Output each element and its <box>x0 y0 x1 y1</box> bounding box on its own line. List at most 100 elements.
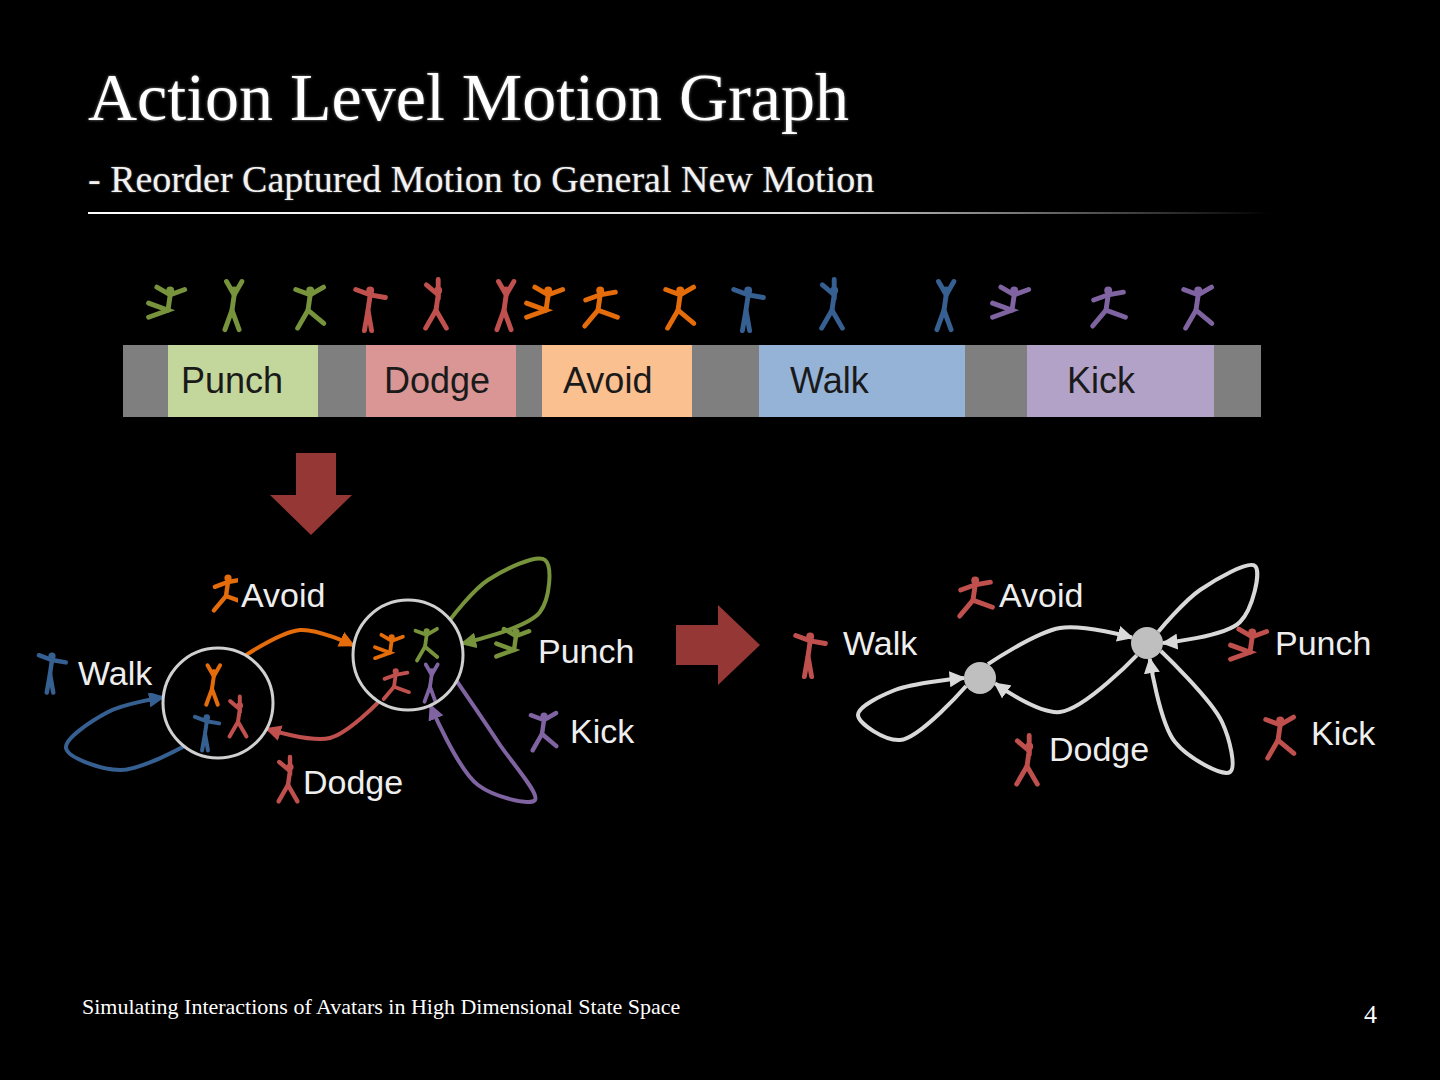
figure-legs <box>822 310 843 328</box>
figure-legs <box>585 310 618 326</box>
transition-arrow <box>450 559 549 644</box>
figure-legs <box>425 687 436 702</box>
down-arrow <box>270 453 352 535</box>
figure-head <box>166 286 174 294</box>
avatar-figure <box>426 279 447 328</box>
figure-arms <box>1266 717 1294 725</box>
slide-subtitle: - Reorder Captured Motion to General New… <box>88 157 874 201</box>
edge-label: Dodge <box>300 763 406 802</box>
figure-arms <box>296 287 324 295</box>
figure-head <box>942 286 950 294</box>
action-segment: Kick <box>1027 345 1214 417</box>
timeline-bar <box>123 345 1261 417</box>
figure-head <box>1010 286 1018 294</box>
avatar-figure <box>734 286 764 330</box>
figure-legs <box>1231 645 1250 659</box>
figure-head <box>596 286 604 294</box>
avatar-figure <box>993 286 1029 317</box>
figure-head <box>1025 742 1033 750</box>
avatar-figure <box>796 632 826 676</box>
figure-legs <box>527 303 546 317</box>
edge-label: Kick <box>567 712 637 751</box>
avatar-figure <box>39 652 66 692</box>
edge-label: Walk <box>840 624 920 663</box>
edge-label: Avoid <box>238 576 328 615</box>
figure-legs <box>497 310 511 329</box>
figure-head <box>211 669 217 675</box>
figure-arms <box>939 281 954 294</box>
figure-legs <box>298 310 324 328</box>
figure-arms <box>1001 287 1029 295</box>
transition-arrow <box>858 678 966 740</box>
figure-arms <box>1239 629 1267 637</box>
figure-head <box>1276 716 1284 724</box>
figure-head <box>48 652 55 659</box>
transition-arrow <box>988 627 1132 664</box>
figure-legs <box>1268 740 1294 758</box>
figure-head <box>806 632 814 640</box>
avatar-figure <box>497 281 514 329</box>
figure-head <box>434 286 442 294</box>
avatar-figure <box>960 576 993 616</box>
figure-head <box>224 574 231 581</box>
transition-arrow <box>1158 565 1257 643</box>
avatar-figure <box>384 668 409 699</box>
figure-arms <box>426 664 438 674</box>
figure-legs <box>937 310 951 329</box>
figure-legs <box>149 303 168 317</box>
node-outline <box>350 597 466 713</box>
action-name: Avoid <box>563 360 652 402</box>
figure-arms <box>416 629 437 635</box>
avatar-figure <box>1093 286 1126 326</box>
figure-legs <box>279 785 298 801</box>
figure-head <box>971 576 979 584</box>
figure-legs <box>230 722 247 737</box>
figure-legs <box>993 303 1012 317</box>
node-outline <box>961 659 999 697</box>
state-node <box>160 645 276 761</box>
figure-head <box>1104 286 1112 294</box>
figure-legs <box>1017 766 1038 784</box>
edge-label: Punch <box>1272 624 1374 663</box>
avatar-figure <box>149 286 185 317</box>
figure-legs <box>496 644 514 657</box>
transition-arrow <box>267 702 379 739</box>
action-segment: Punch <box>168 345 318 417</box>
figure-arms <box>1184 287 1212 295</box>
figure-legs <box>533 734 557 750</box>
figure-head <box>1194 286 1202 294</box>
node-circle <box>163 648 273 758</box>
node-circle <box>964 662 996 694</box>
avatar-figure <box>937 281 954 329</box>
figure-legs <box>417 647 437 661</box>
avatar-figure <box>425 664 438 701</box>
figure-legs <box>364 310 371 330</box>
slide-title: Action Level Motion Graph <box>88 58 849 137</box>
edge-label: Avoid <box>996 576 1086 615</box>
figure-legs <box>375 647 390 658</box>
action-name: Punch <box>181 360 283 402</box>
figure-head <box>830 286 838 294</box>
figure-head <box>502 286 510 294</box>
figure-legs <box>742 310 749 330</box>
avatar-figure <box>1017 735 1038 784</box>
figure-head <box>429 668 435 674</box>
action-segment: Walk <box>759 345 965 417</box>
figure-legs <box>225 310 239 329</box>
avatar-figure <box>1184 286 1212 328</box>
state-node <box>1128 624 1166 662</box>
figure-head <box>676 286 684 294</box>
figure-legs <box>668 310 694 328</box>
action-name: Walk <box>790 360 869 402</box>
figure-legs <box>206 689 218 705</box>
state-node <box>350 597 466 713</box>
figure-head <box>237 702 243 708</box>
avatar-figure <box>416 628 438 660</box>
node-outline <box>1128 624 1166 662</box>
page-number: 4 <box>1364 1000 1377 1030</box>
figure-arms <box>535 287 563 295</box>
right-arrow <box>676 605 760 685</box>
action-segment: Dodge <box>366 345 516 417</box>
edge-label: Kick <box>1308 714 1378 753</box>
figure-arms <box>208 665 221 676</box>
